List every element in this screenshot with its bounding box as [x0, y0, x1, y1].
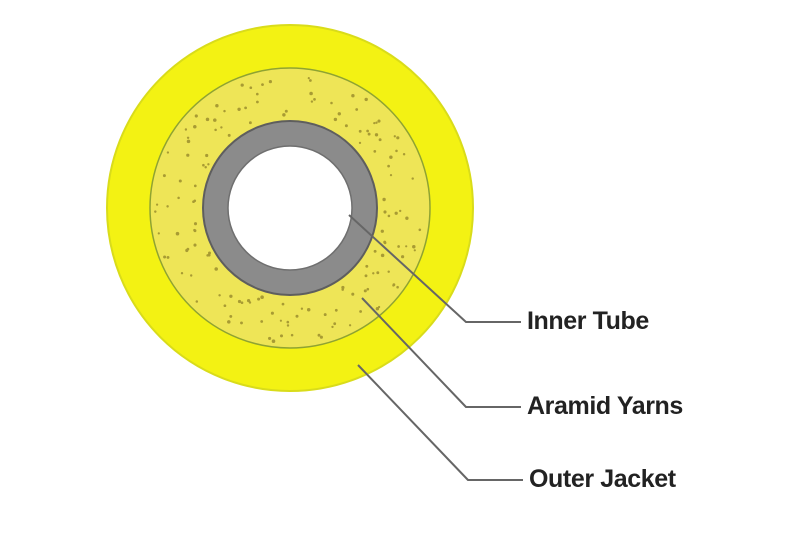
layer-bore [227, 145, 353, 271]
aramid-speckles [154, 77, 422, 343]
callout-line-aramid-yarns [361, 297, 521, 408]
label-outer-jacket: Outer Jacket [529, 465, 676, 493]
callout-line-outer-jacket [357, 364, 523, 481]
callout-line-inner-tube [348, 214, 521, 323]
label-inner-tube: Inner Tube [527, 307, 649, 335]
label-aramid-yarns: Aramid Yarns [527, 392, 683, 420]
